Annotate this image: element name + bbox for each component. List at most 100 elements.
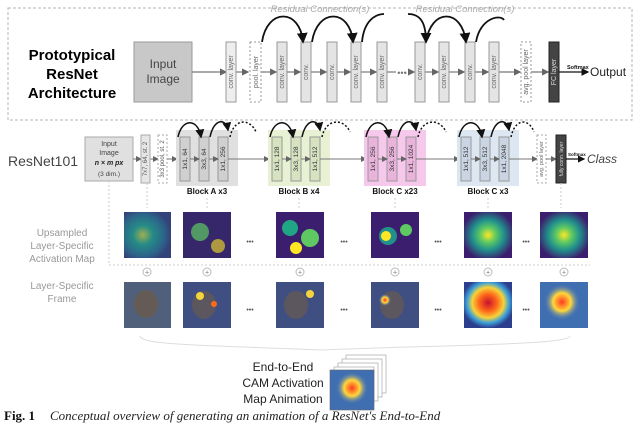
plus-icon	[390, 267, 400, 277]
plus-icon	[559, 267, 569, 277]
plus-icon	[295, 267, 305, 277]
top-residual-arc	[407, 13, 432, 44]
arch-title-line-1: Prototypical	[29, 47, 116, 64]
frame-hotspot	[306, 290, 314, 298]
residual-label-1: Residual Connection(s)	[271, 4, 370, 15]
block-c1-layer-label: 1x1, 1024	[408, 144, 415, 173]
animation-label-line-2: CAM Activation	[242, 376, 323, 390]
top-conv-label: conv.	[329, 64, 336, 80]
block-c1-skip-arc	[397, 121, 420, 138]
block-b-skip-arc-dashed	[321, 121, 351, 138]
top-residual-arc	[475, 16, 505, 43]
resnet-first-conv-label: 7x7, 64, st. 2	[143, 141, 149, 176]
top-residual-arc	[311, 15, 358, 44]
arch-title-line-3: Architecture	[28, 85, 116, 102]
activation-map-row: ••• ••• ••• •••	[124, 212, 588, 258]
top-output-label: Output	[590, 65, 627, 79]
frame-thumb	[464, 282, 512, 328]
activation-label-line-3: Activation Map	[29, 254, 95, 265]
resnet-input-size: n × m px	[95, 160, 125, 167]
frame-hotspot	[544, 284, 580, 320]
activation-map-blob	[191, 223, 209, 241]
resnet101-label: ResNet101	[8, 153, 78, 169]
row-ellipsis: •••	[434, 307, 442, 314]
resnet101-row: ResNet101 Input Image n × m px (3 dim.) …	[8, 121, 617, 266]
block-b-layer-label: 3x3, 128	[293, 146, 300, 171]
top-input-line-1: Input	[150, 57, 177, 71]
block-c2-skip-arc-dashed	[510, 121, 535, 138]
activation-map-blob	[290, 242, 302, 254]
animation-stack: End-to-End CAM Activation Map Animation	[242, 354, 387, 411]
top-ellipsis: •••	[397, 68, 406, 78]
plus-icon	[202, 267, 212, 277]
resnet-first-pool-label: 3x3 pool, st. 2	[160, 140, 166, 178]
activation-map-blob	[282, 220, 298, 236]
top-fc-label: FC layer	[551, 58, 558, 85]
top-pool-layer	[249, 41, 262, 103]
block-b-layer-label: 1x1, 512	[312, 146, 319, 171]
row-ellipsis: •••	[522, 307, 530, 314]
top-conv-layer	[414, 41, 426, 103]
block-c1-skip-arc-dashed	[417, 121, 447, 138]
prototypical-architecture-panel: Prototypical ResNet Architecture Input I…	[7, 4, 633, 121]
arch-title-line-2: ResNet	[46, 66, 98, 83]
block-b-skip-arc	[301, 121, 324, 138]
plus-row: + + + + + +	[142, 267, 569, 277]
block-b-skip-arc	[269, 122, 297, 139]
top-conv-label: conv. layer	[379, 55, 386, 89]
row-ellipsis: •••	[434, 239, 442, 246]
block-c2-layer-label: 1x1, 512	[463, 146, 470, 171]
resnet-class-label: Class	[587, 152, 617, 166]
top-panel-border	[7, 7, 633, 121]
caption-prefix: Fig. 1	[4, 408, 35, 423]
activation-map-thumb	[464, 212, 512, 258]
block-c2-skip-arc	[458, 122, 486, 139]
top-residual-arc	[361, 13, 385, 43]
top-conv-label: conv.	[467, 64, 474, 80]
activation-map-blob	[381, 231, 391, 241]
top-avg-pool-layer	[520, 41, 532, 103]
block-a-skip-arc	[177, 122, 205, 139]
row-ellipsis: •••	[340, 307, 348, 314]
top-pool-layer-label: pool. layer	[253, 55, 260, 88]
figure-caption: Fig. 1 Conceptual overview of generating…	[4, 408, 441, 423]
top-conv-label: conv. layer	[441, 55, 448, 89]
block-a-label: Block A x3	[187, 187, 228, 196]
row-ellipsis: •••	[522, 239, 530, 246]
frame-label-line-1: Layer-Specific	[30, 281, 93, 292]
top-residual-arc	[261, 15, 308, 44]
block-c2-skip-arc	[490, 121, 513, 138]
block-c1-skip-arc	[365, 122, 393, 139]
row-ellipsis: •••	[246, 307, 254, 314]
top-conv-layer	[225, 41, 237, 103]
animation-label-line-1: End-to-End	[253, 360, 314, 374]
top-conv-layer	[488, 41, 500, 103]
block-c2-label: Block C x3	[468, 187, 509, 196]
top-conv-label: conv.	[417, 64, 424, 80]
top-input-line-2: Image	[146, 72, 180, 86]
row-ellipsis: •••	[246, 239, 254, 246]
block-c1-layer-label: 3x3, 256	[389, 146, 396, 171]
resnet-avg-pool-label: avg. pool layer	[539, 141, 545, 177]
plus-sign: +	[298, 270, 302, 277]
frame-hotspot	[196, 292, 204, 300]
block-c1-layer-label: 1x1, 256	[370, 146, 377, 171]
activation-map-texture	[124, 212, 171, 258]
block-c2-layer-label: 1x1, 2048	[501, 144, 508, 173]
block-c2-layer-label: 3x3, 512	[482, 146, 489, 171]
resnet-softmax-label: Softmax	[568, 152, 586, 157]
top-softmax-label: Softmax	[567, 65, 590, 71]
block-a-skip-arc	[209, 121, 232, 138]
frame-label-line-2: Frame	[48, 294, 77, 305]
resnet-input-line-1: Input	[101, 141, 117, 148]
frame-subject	[134, 290, 158, 318]
top-conv-layer	[326, 41, 338, 103]
activation-label-line-2: Layer-Specific	[30, 241, 93, 252]
top-conv-label: conv. layer	[491, 55, 498, 89]
caption-text: Conceptual overview of generating an ani…	[50, 408, 441, 423]
animation-heat-blob	[336, 372, 368, 404]
top-conv-label: conv.	[303, 64, 310, 80]
top-input-image-box	[133, 41, 193, 103]
top-conv-layer	[376, 41, 388, 103]
